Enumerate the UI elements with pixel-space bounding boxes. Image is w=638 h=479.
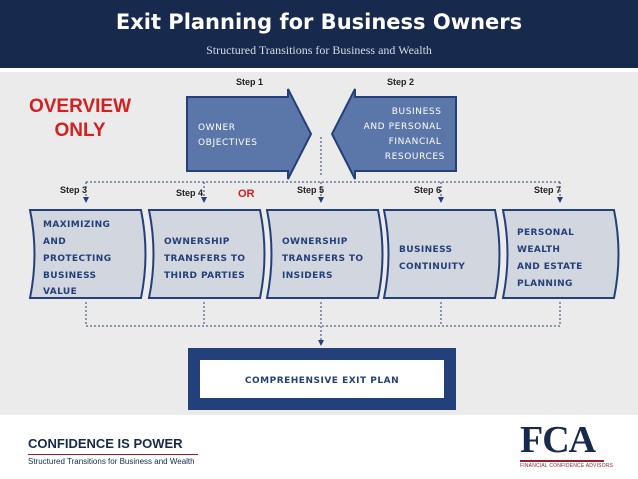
fca-logo: FCA FINANCIAL CONFIDENCE ADVISORS (520, 420, 630, 470)
step-3-label: Step 3 (60, 185, 87, 195)
page-subtitle: Structured Transitions for Business and … (206, 43, 432, 57)
step-1-line: OWNER (198, 123, 236, 133)
step-1-arrow (186, 88, 313, 180)
step-4-line: TRANSFERS TO (164, 254, 245, 264)
footer-divider (28, 454, 198, 455)
step-3-line: VALUE (43, 287, 77, 297)
step-3-text: MAXIMIZING AND PROTECTING BUSINESS VALUE (43, 220, 115, 297)
footer-tagline: Structured Transitions for Business and … (28, 457, 195, 466)
exit-planning-diagram: Step 1 Step 2 OWNER OBJECTIVES BUSINESS … (28, 77, 620, 410)
step-3-line: MAXIMIZING (43, 220, 110, 230)
step-5-label: Step 5 (297, 185, 324, 195)
header-banner: Exit Planning for Business Owners Struct… (0, 0, 638, 68)
step-6-box (382, 209, 501, 299)
step-2-line: RESOURCES (385, 152, 445, 162)
step-5-line: TRANSFERS TO (282, 254, 363, 264)
step-3-box (28, 209, 147, 299)
step-2-line: FINANCIAL (389, 137, 442, 147)
step-6-line: BUSINESS (399, 245, 452, 255)
exit-plan-label: COMPREHENSIVE EXIT PLAN (245, 376, 399, 386)
step-7-line: PLANNING (517, 279, 573, 289)
step-6-text: BUSINESS CONTINUITY (399, 245, 465, 272)
footer-slogan: CONFIDENCE IS POWER (28, 436, 183, 451)
exit-plan-inner (200, 360, 444, 398)
footer-slogan-block: CONFIDENCE IS POWER Structured Transitio… (28, 436, 198, 466)
step-4-line: THIRD PARTIES (164, 271, 245, 281)
step-7-label: Step 7 (534, 185, 561, 195)
step-2-arrow (330, 88, 457, 180)
step-6-line: CONTINUITY (399, 262, 465, 272)
step-4-line: OWNERSHIP (164, 237, 230, 247)
step-2-line: BUSINESS (392, 107, 442, 117)
step-2-label: Step 2 (387, 77, 414, 87)
step-7-text: PERSONAL WEALTH AND ESTATE PLANNING (517, 228, 586, 289)
step-3-line: BUSINESS (43, 271, 96, 281)
step-4-box (147, 209, 266, 299)
step-1-label: Step 1 (236, 77, 263, 87)
overview-line: OVERVIEW (28, 96, 132, 117)
or-label: OR (238, 188, 255, 200)
logo-mark: FCA (520, 419, 596, 461)
step-3-line: AND (43, 237, 66, 247)
step-2-text: BUSINESS AND PERSONAL FINANCIAL RESOURCE… (364, 107, 445, 162)
step-5-line: INSIDERS (282, 271, 333, 281)
logo-subtext: FINANCIAL CONFIDENCE ADVISORS (520, 463, 614, 469)
step-1-text: OWNER OBJECTIVES (198, 123, 258, 148)
step-2-line: AND PERSONAL (364, 122, 442, 132)
logo-divider (520, 460, 604, 462)
step-7-box (501, 209, 620, 299)
step-3-line: PROTECTING (43, 254, 111, 264)
step-7-line: WEALTH (517, 245, 560, 255)
page-title: Exit Planning for Business Owners (115, 10, 523, 34)
step-5-box (265, 209, 384, 299)
step-5-line: OWNERSHIP (282, 237, 348, 247)
step-1-line: OBJECTIVES (198, 138, 258, 148)
overview-line: ONLY (54, 120, 106, 141)
step-5-text: OWNERSHIP TRANSFERS TO INSIDERS (282, 237, 367, 281)
step-4-text: OWNERSHIP TRANSFERS TO THIRD PARTIES (164, 237, 249, 281)
overview-note: OVERVIEW ONLY (20, 95, 140, 143)
step-7-line: PERSONAL (517, 228, 574, 238)
step-4-label: Step 4 (176, 188, 203, 198)
step-6-label: Step 6 (414, 185, 441, 195)
step-7-line: AND ESTATE (517, 262, 583, 272)
